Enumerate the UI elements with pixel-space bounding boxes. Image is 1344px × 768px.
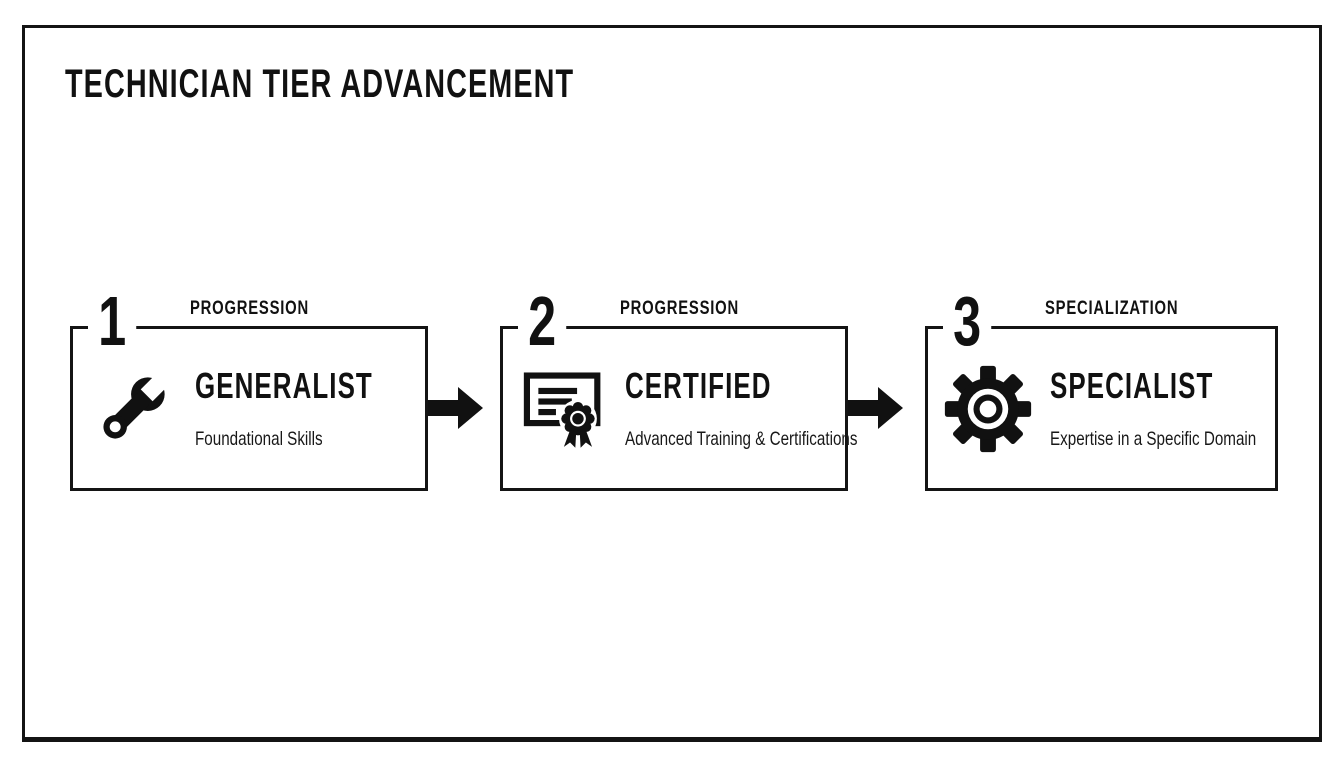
tier-title: CERTIFIED — [625, 364, 772, 406]
diagram-frame: TECHNICIAN TIER ADVANCEMENT 1 PROGRESSIO… — [22, 25, 1322, 742]
tier-card-specialist: 3 SPECIALIZATION — [925, 286, 1278, 491]
gear-icon — [942, 354, 1034, 464]
tier-box: GENERALIST Foundational Skills — [70, 326, 428, 491]
tier-text-block: CERTIFIED Advanced Training & Certificat… — [625, 364, 923, 450]
wrench-icon — [87, 354, 179, 464]
page-title: TECHNICIAN TIER ADVANCEMENT — [65, 62, 575, 106]
certificate-icon — [517, 354, 609, 464]
arrow-right-icon — [428, 387, 483, 429]
tier-title: SPECIALIST — [1050, 364, 1214, 406]
tier-subtitle: Foundational Skills — [195, 427, 323, 450]
tier-subtitle: Advanced Training & Certifications — [625, 427, 858, 450]
tier-text-block: GENERALIST Foundational Skills — [195, 364, 442, 450]
tier-subtitle: Expertise in a Specific Domain — [1050, 427, 1257, 450]
tier-number: 1 — [88, 286, 137, 356]
connector-1 — [428, 326, 500, 491]
tier-box: SPECIALIST Expertise in a Specific Domai… — [925, 326, 1278, 491]
tier-card-generalist: 1 PROGRESSION GENERALIST — [70, 286, 428, 491]
tier-stage-label: PROGRESSION — [620, 298, 739, 319]
tier-title: GENERALIST — [195, 364, 373, 406]
tier-number: 2 — [518, 286, 567, 356]
tier-stage-label: PROGRESSION — [190, 298, 309, 319]
tier-number: 3 — [943, 286, 992, 356]
tier-row: 1 PROGRESSION GENERALIST — [70, 286, 1278, 491]
arrow-right-icon — [848, 387, 903, 429]
connector-2 — [848, 326, 925, 491]
tier-text-block: SPECIALIST Expertise in a Specific Domai… — [1050, 364, 1314, 450]
tier-stage-label: SPECIALIZATION — [1045, 298, 1179, 319]
tier-card-certified: 2 PROGRESSION — [500, 286, 858, 491]
